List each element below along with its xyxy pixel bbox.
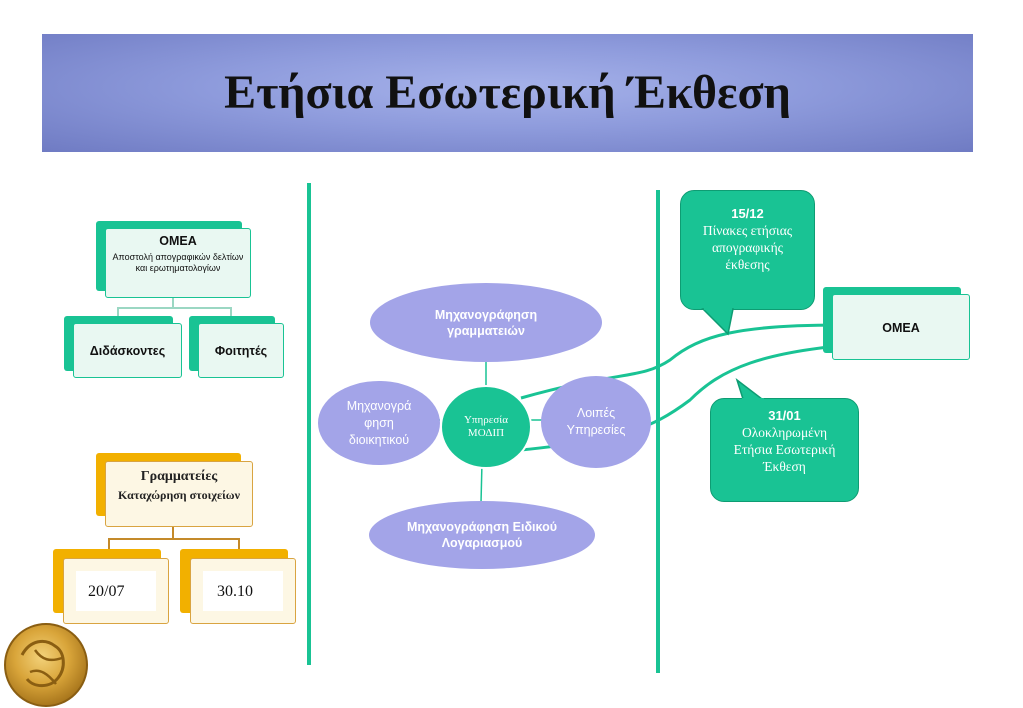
omea-root-subtitle: Αποστολή απογραφικών δελτίων και ερωτημα…	[112, 252, 244, 273]
callout-3101: 31/01 Ολοκληρωμένη Ετήσια Εσωτερική Έκθε…	[710, 398, 859, 502]
omea-root-title: ΟΜΕΑ	[159, 234, 197, 248]
ellipse-grammateion: Μηχανογράφηση γραμματειών	[370, 283, 602, 362]
connector	[117, 307, 119, 317]
grammateies-title: Γραμματείες	[140, 469, 218, 484]
ellipse-loipes-label: Λοιπές Υπηρεσίες	[566, 406, 626, 437]
ellipse-loipes: Λοιπές Υπηρεσίες	[541, 376, 651, 468]
connector	[108, 538, 239, 540]
divider-left	[307, 183, 311, 665]
title-banner: Ετήσια Εσωτερική Έκθεση	[42, 34, 973, 152]
connector	[108, 538, 110, 550]
callout-1512-date: 15/12	[731, 206, 764, 221]
ellipse-grammateion-label: Μηχανογράφηση γραμματειών	[434, 307, 538, 338]
omea-root-box: ΟΜΕΑ Αποστολή απογραφικών δελτίων και ερ…	[105, 228, 251, 298]
connector	[172, 527, 174, 539]
hub-modip: Υπηρεσία ΜΟΔΙΠ	[440, 385, 532, 469]
callout-1512-text: Πίνακες ετήσιας απογραφικής έκθεσης	[702, 223, 793, 272]
ellipse-dioikitikou-label: Μηχανογρά φηση διοικητικού	[346, 398, 412, 447]
omea-target-label: ΟΜΕΑ	[882, 321, 920, 335]
connector	[117, 307, 231, 309]
connector	[230, 307, 232, 317]
grammateies-subtitle: Καταχώρηση στοιχείων	[118, 488, 240, 502]
callout-3101-text: Ολοκληρωμένη Ετήσια Εσωτερική Έκθεση	[733, 425, 836, 474]
callout-1512: 15/12 Πίνακες ετήσιας απογραφικής έκθεση…	[680, 190, 815, 310]
grammateies-box: Γραμματείες Καταχώρηση στοιχείων	[105, 461, 253, 527]
ellipse-eidikou-label: Μηχανογράφηση Ειδικού Λογαριασμού	[407, 520, 557, 550]
date-2007-box: 20/07	[63, 558, 169, 624]
didaskontes-box: Διδάσκοντες	[73, 323, 182, 378]
date-2007-label: 20/07	[88, 583, 125, 600]
divider-right	[656, 190, 660, 673]
foitites-label: Φοιτητές	[214, 344, 268, 358]
date-3010-label: 30.10	[217, 583, 253, 600]
date-3010-box: 30.10	[190, 558, 296, 624]
connector	[238, 538, 240, 550]
page-title: Ετήσια Εσωτερική Έκθεση	[224, 66, 791, 119]
foitites-box: Φοιτητές	[198, 323, 284, 378]
hub-modip-label: Υπηρεσία ΜΟΔΙΠ	[463, 414, 508, 439]
didaskontes-label: Διδάσκοντες	[89, 344, 166, 358]
ellipse-dioikitikou: Μηχανογρά φηση διοικητικού	[318, 381, 440, 465]
ellipse-eidikou: Μηχανογράφηση Ειδικού Λογαριασμού	[369, 501, 595, 569]
connector	[172, 298, 174, 308]
omea-target-box: ΟΜΕΑ	[832, 294, 970, 360]
callout-3101-date: 31/01	[768, 408, 801, 423]
